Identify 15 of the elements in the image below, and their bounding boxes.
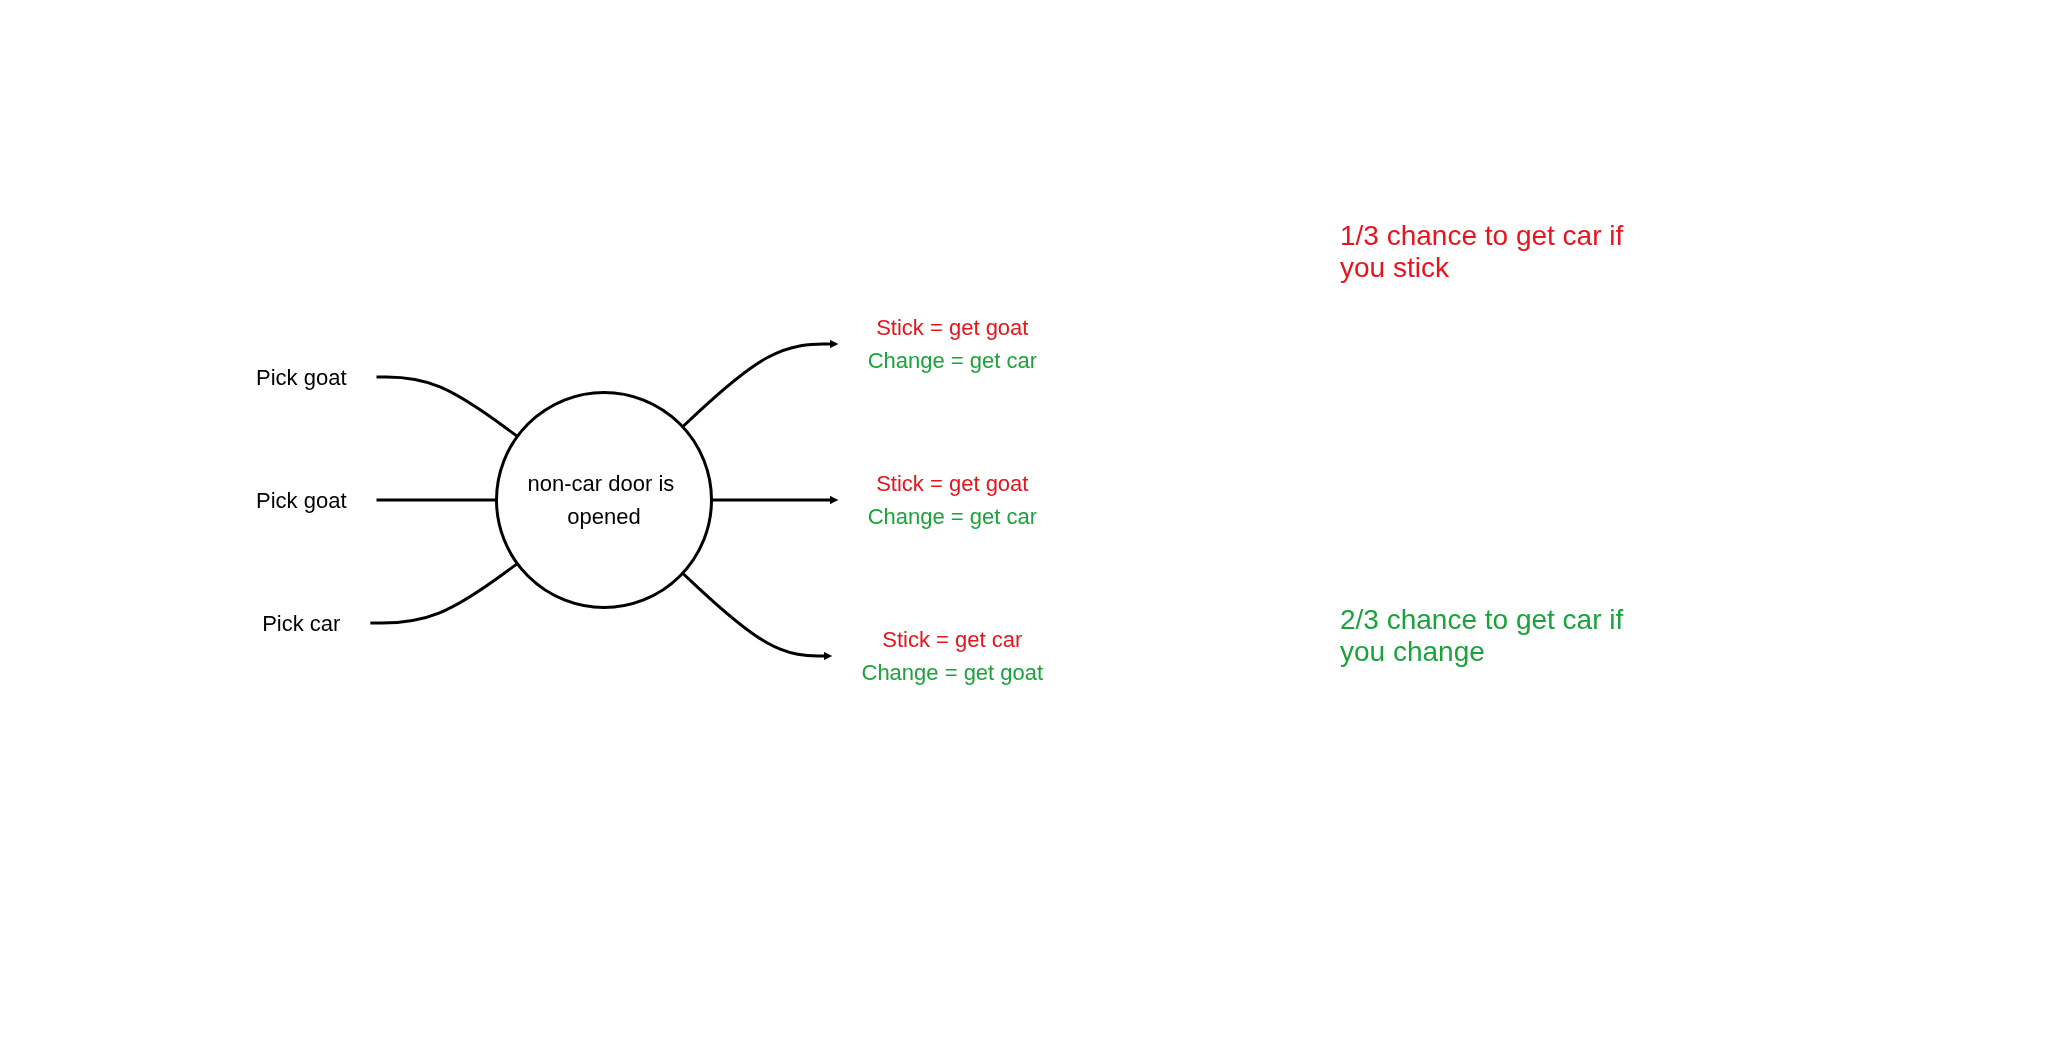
node-text: Pick goat xyxy=(256,487,347,513)
node-text: Pick goat xyxy=(256,364,347,390)
arrow xyxy=(711,495,839,505)
node-text: Stick = get car Change = get goat xyxy=(861,627,1044,685)
connector xyxy=(370,562,519,625)
node-text: Pick car xyxy=(262,610,341,636)
node-circle: non-car door is opened xyxy=(495,391,714,609)
connector xyxy=(376,498,497,502)
arrow xyxy=(682,339,839,428)
probability-note: 2/3 chance to get car if you change xyxy=(1340,604,1625,668)
node-text: Stick = get goat Change = get car xyxy=(868,471,1038,529)
connector xyxy=(376,375,519,438)
node-text: Stick = get goat Change = get car xyxy=(868,315,1038,373)
probability-note: 1/3 chance to get car if you stick xyxy=(1340,220,1625,284)
arrow xyxy=(682,572,833,661)
